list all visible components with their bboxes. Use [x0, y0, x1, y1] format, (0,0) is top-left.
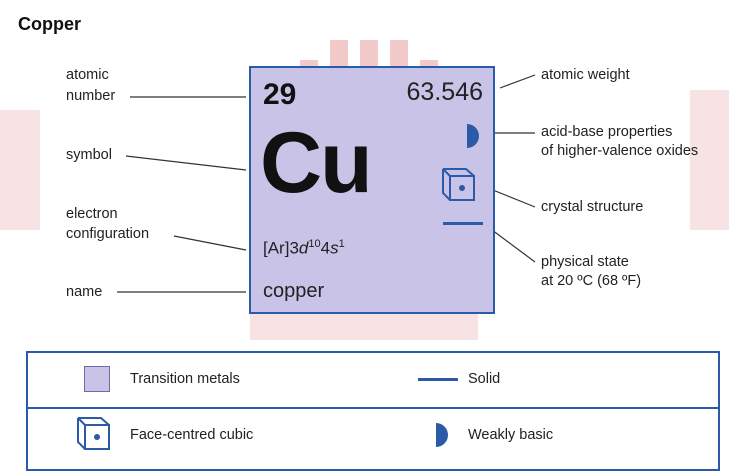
solid-line-icon	[443, 222, 483, 225]
element-tile: 29 63.546 Cu [Ar]3d104s1 copper	[249, 66, 495, 314]
element-symbol: Cu	[260, 115, 373, 211]
label-physical-state-line1: physical state	[541, 254, 629, 270]
legend-face-centred-cubic-icon	[77, 417, 110, 450]
label-electron-config-line1: electron	[66, 206, 118, 222]
leader-atomic-weight	[499, 74, 536, 89]
element-name: copper	[263, 280, 325, 302]
label-acid-base-line2: of higher-valence oxides	[541, 143, 699, 159]
half-disc-icon	[467, 124, 479, 148]
legend-fcc: Face-centred cubic	[130, 427, 254, 443]
label-name: name	[66, 284, 103, 300]
label-electron-config-line2: configuration	[66, 226, 150, 242]
legend-box: Transition metals Solid Face-centred cub…	[26, 351, 720, 471]
legend-transition-metals: Transition metals	[130, 371, 240, 387]
leader-configuration	[173, 235, 247, 251]
legend-half-disc-icon	[436, 423, 448, 447]
label-acid-base-line1: acid-base properties	[541, 124, 673, 140]
legend-solid-line-icon	[418, 378, 458, 381]
legend-solid: Solid	[468, 371, 501, 387]
label-atomic-number-line1: atomic	[66, 67, 109, 83]
label-crystal-structure: crystal structure	[541, 199, 644, 215]
atomic-number: 29	[263, 78, 297, 111]
label-atomic-number-line2: number	[66, 88, 116, 104]
legend-divider	[28, 407, 718, 409]
label-atomic-weight: atomic weight	[541, 67, 630, 83]
label-symbol: symbol	[66, 147, 112, 163]
label-physical-state-line2: at 20 ºC (68 ºF)	[541, 273, 642, 289]
leader-symbol	[125, 155, 247, 171]
swatch-icon	[84, 366, 110, 392]
electron-configuration: [Ar]3d104s1	[263, 238, 345, 258]
atomic-weight: 63.546	[406, 78, 483, 106]
page-title: Copper	[18, 14, 81, 34]
legend-weakly-basic: Weakly basic	[468, 427, 554, 443]
face-centred-cubic-icon	[442, 168, 475, 201]
